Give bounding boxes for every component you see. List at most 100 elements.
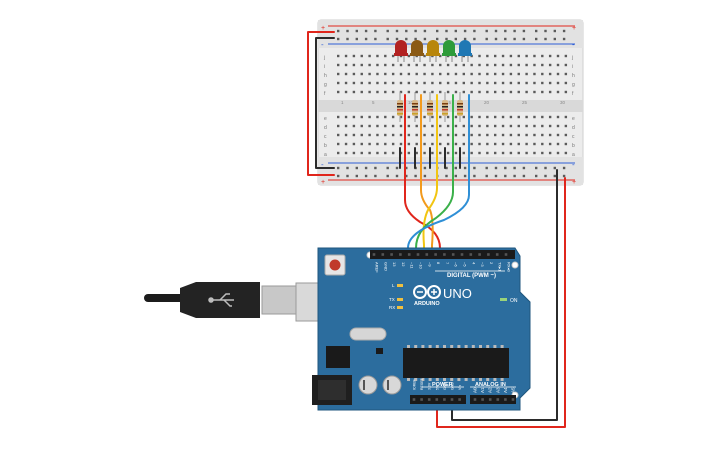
breadboard-hole [399, 90, 403, 94]
breadboard-hole [431, 63, 434, 67]
analog-pin-label: A4 [503, 387, 508, 393]
breadboard-hole [462, 124, 465, 128]
rail-hole [414, 174, 417, 178]
wire-red-signal [404, 94, 441, 257]
breadboard-hole [337, 115, 340, 119]
breadboard-hole [431, 81, 434, 85]
usb-plug-metal [261, 285, 297, 315]
power-pin-label: 5V [435, 385, 439, 390]
breadboard-hole [407, 142, 411, 146]
rail-hole [553, 29, 556, 33]
breadboard-hole [494, 81, 497, 85]
chip-pin [443, 345, 446, 348]
breadboard-hole [368, 81, 371, 85]
breadboard-hole [533, 63, 536, 67]
header-pin-hole [460, 253, 464, 256]
chip-pin [428, 345, 432, 348]
row-letter-h-left: h [324, 73, 327, 79]
wire-left-red-rail [307, 31, 335, 176]
breadboard-hole [423, 142, 426, 146]
leds [394, 40, 472, 62]
breadboard-hole [376, 124, 379, 128]
breadboard-hole [423, 72, 426, 76]
mounting-hole-2 [511, 261, 519, 269]
row-letter-a-left: a [324, 152, 327, 158]
digital-header-holes [372, 253, 508, 256]
breadboard-hole [344, 142, 348, 146]
reset-button[interactable] [329, 259, 341, 271]
breadboard-hole [407, 115, 411, 119]
led-ground-jumpers [399, 147, 461, 169]
rail-hole [494, 29, 498, 33]
breadboard-hole [391, 63, 395, 67]
breadboard-hole [548, 142, 552, 146]
rail-hole [346, 37, 349, 41]
breadboard-hole [486, 90, 489, 94]
breadboard-hole [541, 124, 544, 128]
breadboard-hole [407, 54, 411, 58]
breadboard-hole [407, 63, 411, 67]
breadboard-hole [344, 124, 348, 128]
breadboard-hole [564, 133, 568, 137]
analog-pin-hole [511, 398, 515, 401]
breadboard-hole [446, 115, 450, 119]
voltage-regulator [326, 346, 350, 368]
header-pin-hole [399, 253, 402, 256]
row-letter-b-left: b [324, 143, 327, 149]
breadboard-hole [556, 133, 560, 137]
rail-hole [364, 174, 368, 178]
resistors [397, 92, 463, 122]
breadboard-hole [368, 133, 371, 137]
breadboard-hole [478, 63, 481, 67]
breadboard-hole [384, 115, 387, 119]
breadboard-hole [541, 72, 544, 76]
column-number-30: 30 [560, 100, 566, 105]
breadboard-hole [384, 63, 387, 67]
breadboard-hole [431, 151, 434, 155]
breadboard-hole [541, 151, 544, 155]
header-pin-label: AREF [375, 262, 380, 273]
breadboard-hole [541, 90, 544, 94]
breadboard-hole [360, 54, 363, 58]
breadboard-hole [376, 90, 379, 94]
breadboard-hole [360, 142, 363, 146]
breadboard-hole [439, 115, 442, 119]
header-pin-hole [487, 253, 490, 256]
dc-power-jack-inner [318, 380, 346, 400]
breadboard-hole [509, 72, 513, 76]
breadboard-hole [533, 133, 536, 137]
rail-minus-top-left: - [321, 40, 324, 49]
breadboard-hole [439, 54, 442, 58]
row-letter-j-right: j [571, 55, 573, 61]
status-led-rx [397, 306, 403, 309]
breadboard-hole [384, 142, 387, 146]
arduino-infinity-icon [413, 285, 441, 299]
header-pin-label: ~5 [463, 262, 468, 267]
header-pin-label: 13 [392, 262, 397, 267]
rail-hole [445, 174, 448, 178]
rail-plus-bottom-left: + [321, 179, 325, 186]
wire-green-signal [415, 94, 454, 257]
breadboard-hole [525, 72, 528, 76]
breadboard-hole [407, 151, 411, 155]
breadboard-hole [344, 81, 348, 85]
rail-hole [405, 29, 408, 33]
rail-hole [473, 174, 476, 178]
breadboard-center-channel [318, 100, 583, 112]
rail-hole [485, 29, 488, 33]
breadboard-hole [486, 133, 489, 137]
breadboard-hole [384, 72, 387, 76]
breadboard-hole [439, 142, 442, 146]
breadboard-hole [517, 81, 520, 85]
breadboard-hole [478, 151, 481, 155]
chip-pin [493, 345, 497, 348]
header-pin-hole [469, 253, 473, 256]
breadboard-hole [391, 54, 395, 58]
power-pin-hole [443, 398, 446, 401]
breadboard-hole [501, 142, 505, 146]
rail-hole [364, 166, 368, 170]
breadboard-hole [368, 142, 371, 146]
rail-hole [473, 29, 476, 33]
